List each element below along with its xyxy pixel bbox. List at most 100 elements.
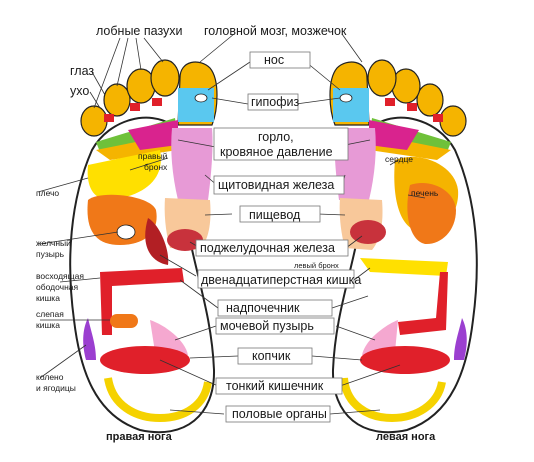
label-knee-1: колено [36, 372, 64, 382]
right-toe-5 [80, 105, 108, 137]
label-pituitary: гипофиз [251, 95, 300, 109]
leader-bladder [174, 325, 376, 341]
label-coccyx: копчик [252, 349, 291, 363]
label-cecum-2: кишка [36, 320, 60, 330]
right-toe-marker [152, 98, 162, 106]
left-bladder-zone [362, 320, 398, 355]
left-small-intestine-zone [360, 346, 450, 374]
left-foot [329, 59, 478, 434]
label-heart: сердце [385, 154, 413, 164]
left-knee-zone [454, 318, 467, 360]
left-pituitary-point [339, 93, 353, 103]
right-pituitary-zone [178, 88, 214, 122]
leader-small-intestine [159, 359, 401, 387]
leader-frontal-sinuses [93, 37, 164, 109]
label-pancreas: поджелудочная железа [200, 241, 335, 255]
right-toe-4 [103, 83, 131, 117]
thyroid-box [213, 175, 345, 195]
left-toe-marker [433, 114, 443, 122]
label-throat-2: кровяное давление [220, 145, 333, 159]
leader-knee [39, 344, 87, 379]
label-adrenal: надпочечник [226, 301, 300, 315]
label-right-bronchus-1: правый [138, 151, 168, 161]
right-cecum-zone [110, 314, 138, 328]
leader-ear [89, 91, 101, 109]
left-toe-marker [407, 103, 417, 111]
right-small-intestine-zone [100, 346, 190, 374]
label-left-foot: левая нога [376, 431, 436, 443]
left-toe-2 [367, 59, 397, 97]
left-toe-marker [385, 98, 395, 106]
leader-shoulder [37, 177, 89, 193]
right-pancreas-zone [167, 229, 203, 251]
leader-nose [207, 61, 341, 91]
left-colon-zone [398, 272, 448, 335]
label-brain: головной мозг, мозжечок [204, 24, 347, 38]
left-liver-zone [407, 182, 456, 245]
bladder-box [215, 317, 335, 335]
right-throat-zone [128, 120, 178, 150]
right-pituitary-point [194, 93, 208, 103]
label-frontal-sinuses: лобные пазухи [96, 24, 183, 38]
label-ear: ухо [70, 84, 89, 98]
left-duodenum-zone [360, 258, 448, 276]
esophagus-box [239, 205, 321, 223]
duodenum-box [197, 269, 355, 289]
nose-box [249, 51, 311, 69]
label-ascending-colon-3: кишка [36, 293, 60, 303]
right-toe-marker [104, 114, 114, 122]
label-esophagus: пищевод [249, 208, 301, 222]
right-duodenum-zone [145, 218, 169, 265]
label-left-bronchus: левый бронх [294, 261, 339, 270]
leader-adrenal [179, 279, 369, 309]
left-pancreas-zone [350, 220, 386, 244]
label-right-bronchus-2: бронх [144, 162, 168, 172]
leader-coccyx [189, 355, 363, 361]
label-nose: нос [264, 53, 284, 67]
label-gallbladder-2: пузырь [36, 249, 65, 259]
label-ascending-colon-1: восходящая [36, 271, 84, 281]
leader-eye [91, 71, 106, 96]
right-bladder-zone [150, 320, 188, 355]
leader-right-bronchus [129, 157, 169, 171]
pancreas-box [195, 239, 349, 257]
leader-ascending-colon [59, 277, 101, 283]
left-pituitary-zone [333, 88, 369, 122]
label-bladder: мочевой пузырь [220, 319, 314, 333]
left-toe-4 [416, 83, 444, 117]
label-throat-1: горло, [258, 130, 294, 144]
leader-esophagus [204, 213, 346, 216]
pituitary-box [247, 93, 299, 111]
right-thyroid-zone [171, 128, 213, 200]
right-liver-zone [87, 194, 157, 245]
label-knee-2: и ягодицы [36, 383, 76, 393]
label-cecum-1: слепая [36, 309, 64, 319]
left-throat-zone [369, 120, 419, 150]
center-labels [195, 51, 355, 423]
right-toe-2 [150, 59, 180, 97]
genitals-box [225, 405, 331, 423]
leader-gallbladder [39, 231, 119, 245]
label-thyroid: щитовидная железа [218, 178, 334, 192]
right-bronchus-zone [87, 150, 161, 200]
left-toe-5 [439, 105, 467, 137]
label-small-intestine: тонкий кишечник [226, 379, 324, 393]
right-toe-marker [130, 103, 140, 111]
right-colon-zone [100, 268, 184, 335]
label-duodenum: двенадцатиперстная кишка [201, 273, 361, 287]
label-ascending-colon-2: ободочная [36, 282, 78, 292]
leader-liver [407, 194, 426, 199]
right-genitals-zone [104, 377, 212, 423]
label-text: лобные пазухи головной мозг, мозжечок гл… [36, 24, 439, 443]
leader-heart [389, 159, 399, 166]
label-genitals: половые органы [232, 407, 327, 421]
label-gallbladder-1: желчный [36, 238, 71, 248]
throat-box [213, 127, 349, 161]
leader-brain [199, 33, 363, 63]
left-genitals-zone [340, 377, 446, 423]
leader-pituitary [211, 97, 341, 105]
label-shoulder: плечо [36, 188, 59, 198]
right-foot [69, 59, 218, 434]
